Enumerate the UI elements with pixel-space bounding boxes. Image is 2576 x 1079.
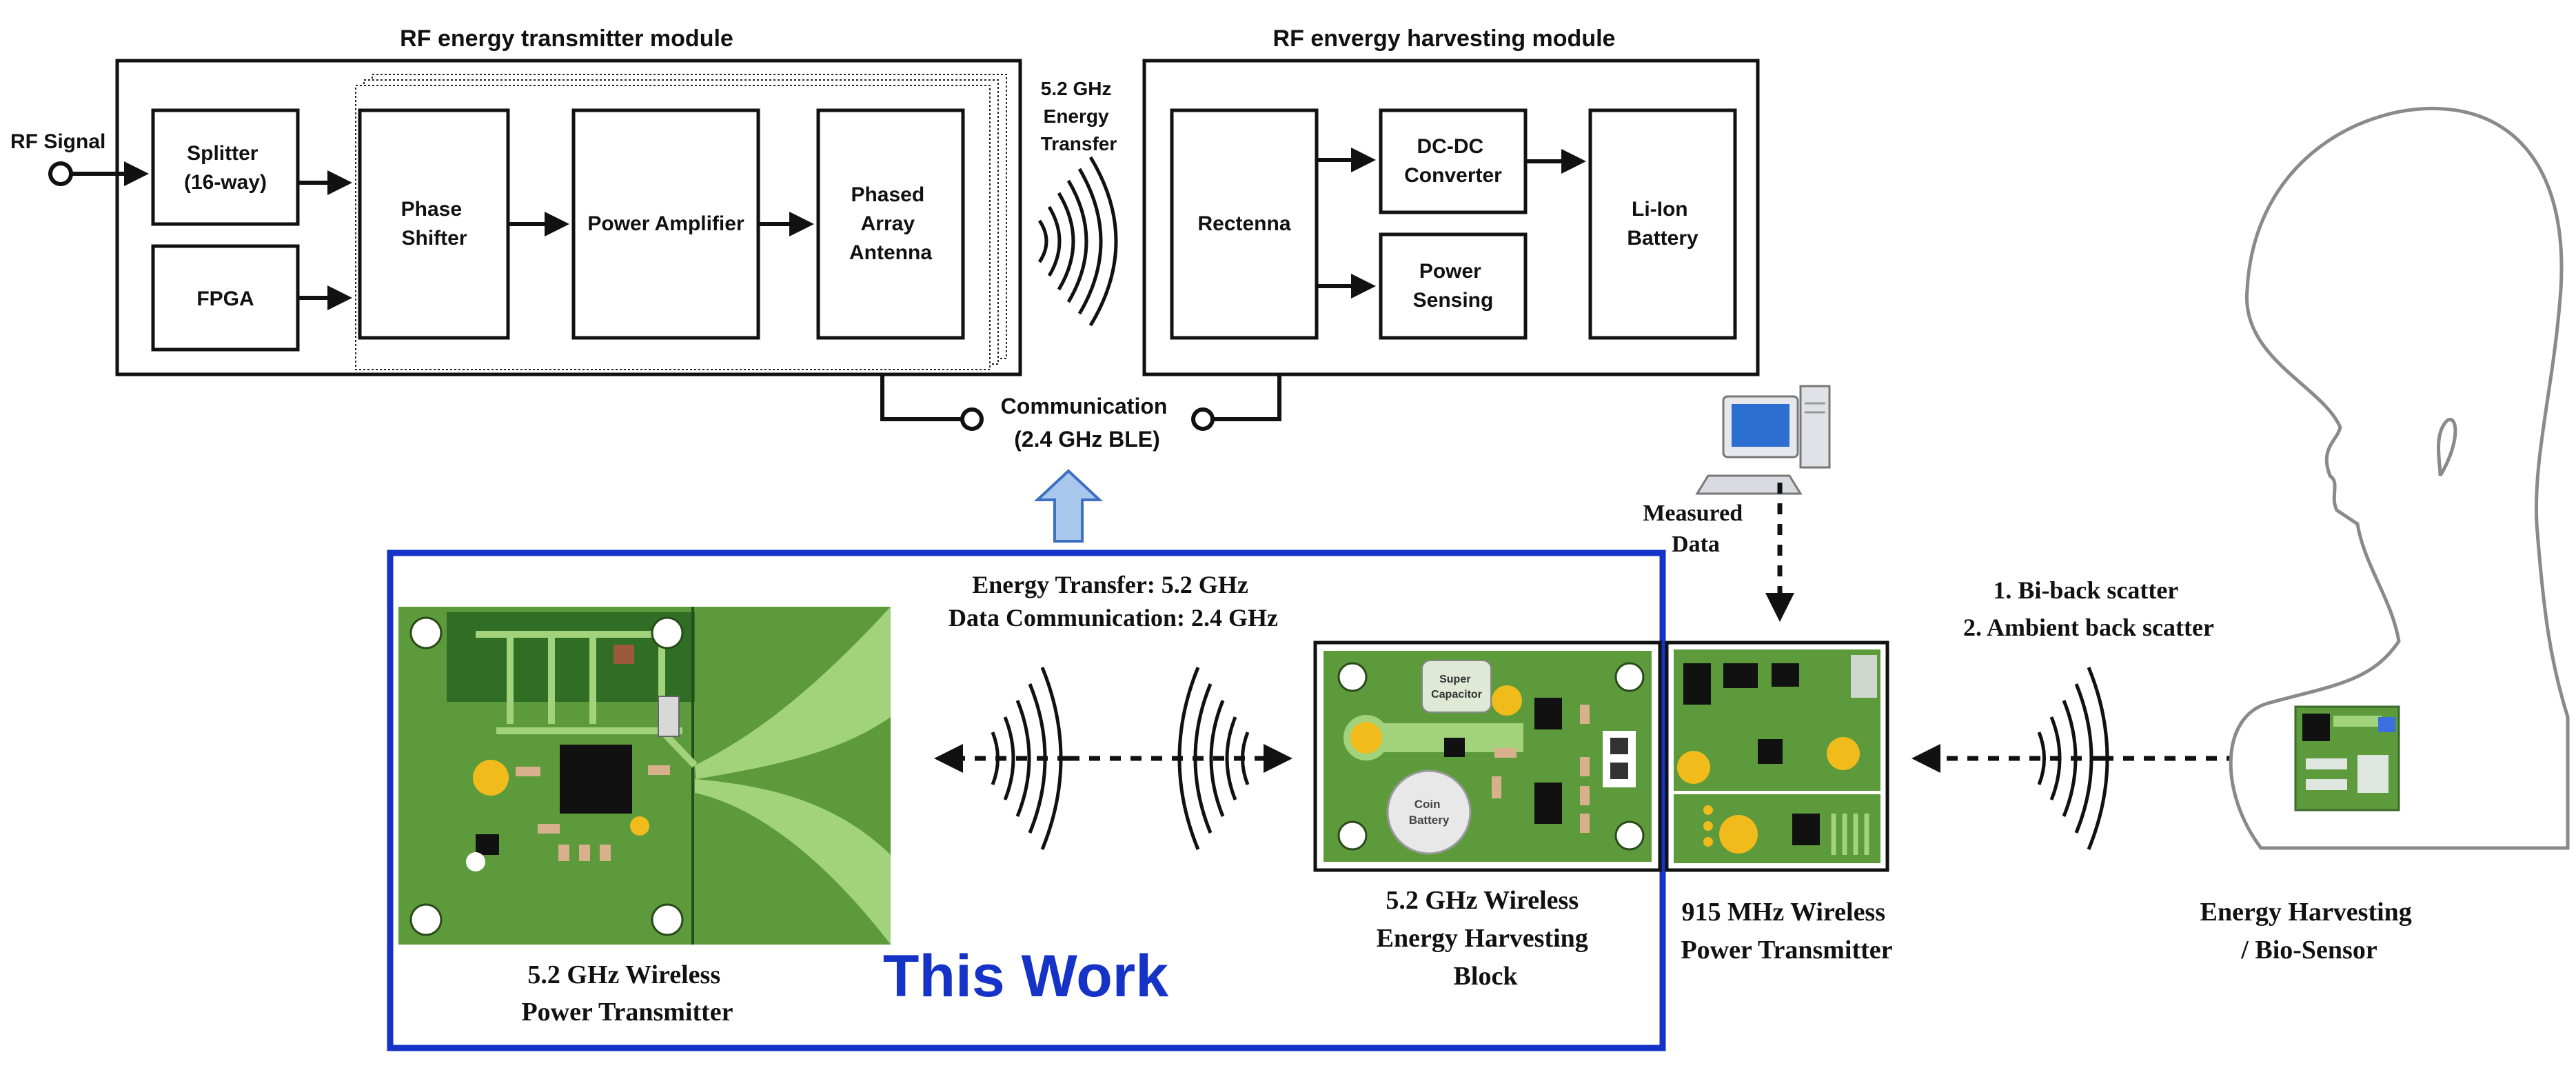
splitter-block	[151, 108, 300, 226]
super-capacitor-label: Super Capacitor	[1431, 674, 1482, 700]
human-bust-icon	[2229, 106, 2570, 850]
rectenna-block	[1170, 108, 1319, 340]
communication-label: Communication (2.4 GHz BLE)	[1001, 394, 1174, 452]
power-sensing-block	[1379, 232, 1528, 340]
communication-right-line	[1213, 374, 1281, 421]
dcdc-block	[1379, 108, 1528, 214]
backscatter-label: 1. Bi-back scatter 2. Ambient back scatt…	[1963, 576, 2214, 641]
bio-sensor-patch	[2294, 705, 2400, 811]
bio-caption: Energy Harvesting / Bio-Sensor	[2200, 898, 2419, 965]
rf-signal-label: RF Signal	[10, 130, 105, 153]
computer-icon	[1695, 385, 1831, 495]
fpga-label: FPGA	[196, 288, 254, 310]
coin-battery-label: Coin Battery	[1409, 798, 1450, 827]
mhz-transmitter-board	[1665, 641, 1889, 872]
fpga-block	[151, 244, 300, 352]
energy-transfer-waves	[1037, 156, 1118, 327]
this-work-label: This Work	[883, 943, 1168, 1009]
rectenna-label: Rectenna	[1197, 212, 1290, 235]
antenna-label: Phased Array Antenna	[849, 183, 932, 264]
backscatter-waves	[2037, 667, 2109, 850]
dcdc-label: DC-DC Converter	[1404, 135, 1502, 187]
antenna-block	[816, 108, 965, 340]
link-info-label: Energy Transfer: 5.2 GHz Data Communicat…	[949, 571, 1278, 632]
power-amplifier-block	[571, 108, 760, 340]
battery-label: Li-Ion Battery	[1627, 198, 1698, 250]
tx-side-waves	[991, 667, 1063, 850]
communication-right-port	[1191, 407, 1215, 431]
phase-shifter-label: Phase Shifter	[401, 198, 468, 250]
energy-transfer-label: 5.2 GHz Energy Transfer	[1041, 78, 1117, 154]
transmitter-board	[398, 607, 891, 945]
harvesting-module-title: RF envergy harvesting module	[1273, 26, 1616, 52]
power-sensing-label: Power Sensing	[1413, 260, 1494, 312]
power-amplifier-label: Power Amplifier	[587, 212, 744, 235]
mhz-tx-caption: 915 MHz Wireless Power Transmitter	[1681, 898, 1892, 965]
this-work-up-arrow	[1033, 469, 1104, 543]
rx-side-waves	[1177, 667, 1250, 850]
splitter-label: Splitter (16-way)	[184, 142, 267, 194]
harvesting-board: Super Capacitor Coin Battery	[1313, 641, 1662, 872]
measured-data-label: Measured Data	[1643, 501, 1748, 557]
tx-board-caption: 5.2 GHz Wireless Power Transmitter	[521, 960, 733, 1027]
rf-signal-port	[48, 161, 73, 186]
battery-block	[1588, 108, 1737, 340]
communication-left-line	[880, 374, 962, 421]
phase-shifter-block	[358, 108, 510, 340]
harvest-block-caption: 5.2 GHz Wireless Energy Harvesting Block	[1377, 886, 1595, 991]
communication-left-port	[960, 407, 984, 431]
transmitter-module-title: RF energy transmitter module	[400, 26, 733, 52]
this-work-frame	[387, 549, 1666, 1051]
